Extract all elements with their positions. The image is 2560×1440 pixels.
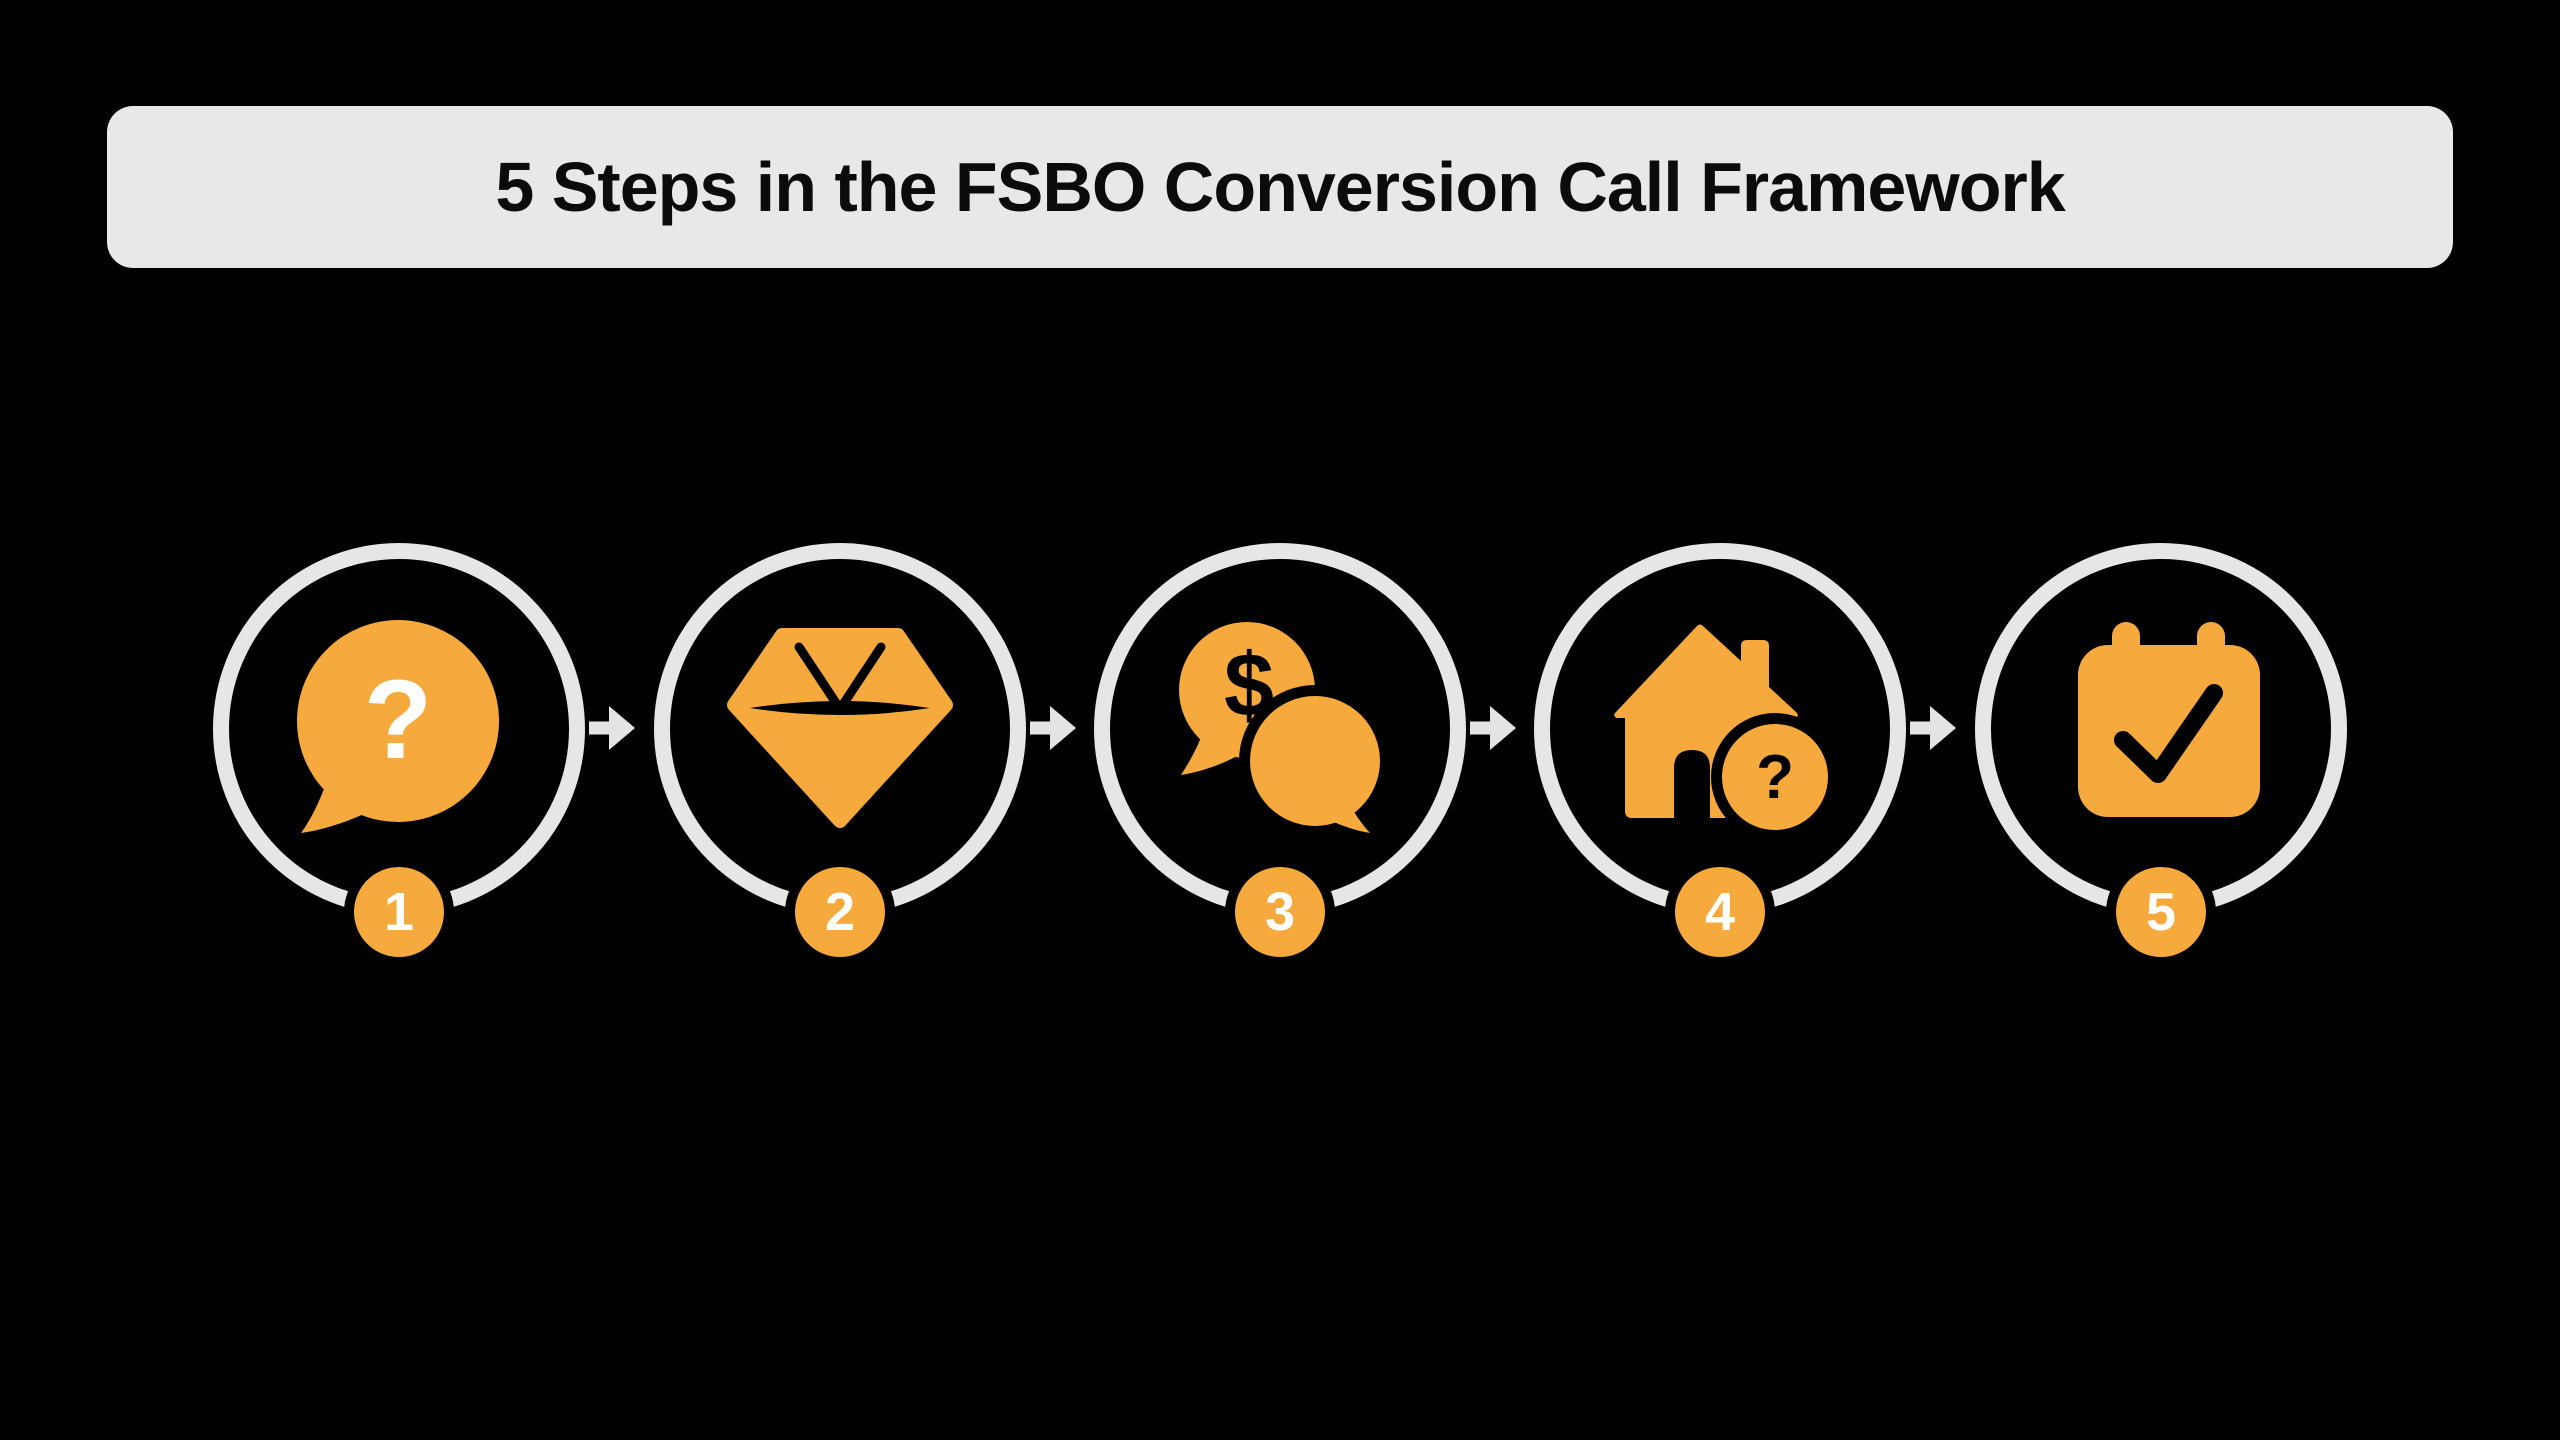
step-number-badge: 2 — [785, 857, 895, 967]
step-number-badge: 3 — [1225, 857, 1335, 967]
page-title: 5 Steps in the FSBO Conversion Call Fram… — [495, 148, 2065, 226]
question-speech-bubble-icon: ? — [297, 620, 499, 833]
step-number-badge: 1 — [344, 857, 454, 967]
step-number: 2 — [824, 882, 856, 942]
title-bar: 5 Steps in the FSBO Conversion Call Fram… — [107, 106, 2453, 268]
right-arrow-icon — [1030, 706, 1076, 750]
step-1: ? 1 — [213, 543, 585, 967]
step-number-badge: 5 — [2106, 857, 2216, 967]
step-3: $ 3 — [1094, 543, 1466, 967]
step-2: 2 — [654, 543, 1026, 967]
step-number: 1 — [383, 882, 415, 942]
step-5: 5 — [1975, 543, 2347, 967]
step-number: 5 — [2145, 882, 2177, 942]
diamond-gem-icon — [727, 628, 953, 828]
right-arrow-icon — [1910, 706, 1956, 750]
right-arrow-icon — [1470, 706, 1516, 750]
step-number: 3 — [1264, 882, 1296, 942]
calendar-check-icon — [2078, 622, 2260, 817]
right-arrow-icon — [589, 706, 635, 750]
house-question-icon: ? — [1614, 624, 1839, 841]
step-4: ? 4 — [1534, 543, 1906, 967]
step-number: 4 — [1704, 882, 1736, 942]
question-glyph: ? — [364, 657, 432, 782]
question-glyph: ? — [1756, 743, 1794, 812]
step-number-badge: 4 — [1665, 857, 1775, 967]
money-chat-bubbles-icon: $ — [1179, 622, 1391, 841]
